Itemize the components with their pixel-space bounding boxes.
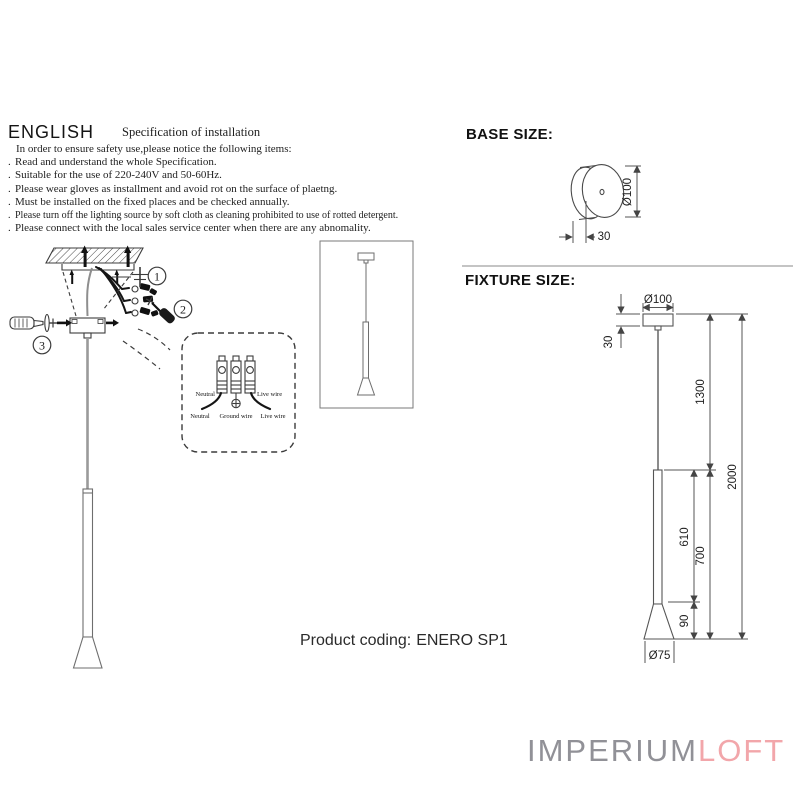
terminal-blocks bbox=[216, 355, 256, 394]
wire-connectors-icon bbox=[139, 283, 159, 317]
safety-intro: In order to ensure safety use,please not… bbox=[16, 143, 292, 155]
slide-arrows bbox=[57, 319, 119, 327]
safety-instructions: In order to ensure safety use,please not… bbox=[8, 143, 438, 235]
supply-wires bbox=[95, 266, 132, 314]
callout-pointers bbox=[122, 328, 171, 370]
base-size-title: BASE SIZE: bbox=[466, 126, 554, 143]
fixture-cone bbox=[643, 603, 675, 640]
ceiling-hatch bbox=[45, 247, 144, 264]
dim-canopy-diameter: Ø100 bbox=[644, 294, 672, 306]
installation-diagram bbox=[9, 245, 296, 669]
base-center-hole bbox=[599, 188, 605, 196]
fixture-canopy bbox=[642, 313, 674, 327]
bullet: . bbox=[8, 210, 11, 222]
label-live-top: Live wire bbox=[257, 391, 282, 398]
brand-logo-accent: LOFT bbox=[698, 733, 786, 768]
label-live-bottom: Live wire bbox=[260, 413, 285, 420]
fixture-size-title: FIXTURE SIZE: bbox=[465, 272, 576, 289]
callout-wires bbox=[200, 391, 272, 411]
mounting-bracket bbox=[61, 264, 135, 271]
step3-number: 3 bbox=[39, 339, 45, 353]
safety-item: .Suitable for the use of 220-240V and 50… bbox=[8, 169, 222, 182]
step-markers bbox=[32, 266, 193, 355]
dim-total-length: 2000 bbox=[727, 464, 739, 490]
safety-item: .Please turn off the lighting source by … bbox=[8, 210, 399, 222]
wiring-callout bbox=[181, 332, 296, 453]
base-depth-label: 30 bbox=[598, 231, 611, 243]
bullet: . bbox=[8, 156, 11, 169]
label-ground: Ground wire bbox=[219, 413, 252, 420]
language-heading: ENGLISH bbox=[8, 122, 95, 142]
product-coding: Product coding:ENERO SP1 bbox=[300, 632, 508, 650]
fixture-size-drawing bbox=[616, 294, 748, 663]
safety-item: .Read and understand the whole Specifica… bbox=[8, 156, 217, 169]
step3-marker bbox=[32, 335, 52, 355]
step1-screw-icon bbox=[112, 267, 148, 287]
step1-marker bbox=[147, 266, 167, 286]
dim-canopy-height: 30 bbox=[603, 336, 615, 349]
step1-number: 1 bbox=[154, 270, 160, 284]
dim-shade-height: 90 bbox=[679, 615, 691, 628]
base-front-face bbox=[581, 164, 625, 218]
spec-subtitle: Specification of installation bbox=[122, 125, 261, 139]
ground-screw-icon bbox=[231, 393, 241, 409]
label-neutral-bottom: Neutral bbox=[190, 413, 210, 420]
terminal-screws bbox=[131, 285, 139, 317]
safety-list: .Read and understand the whole Specifica… bbox=[8, 156, 438, 235]
safety-item: .Please wear gloves as installment and a… bbox=[8, 182, 338, 195]
product-coding-label: Product coding: bbox=[300, 632, 412, 649]
safety-item: .Must be installed on the fixed places a… bbox=[8, 195, 290, 208]
product-code: ENERO SP1 bbox=[416, 632, 508, 649]
bullet: . bbox=[8, 182, 11, 195]
screwdriver-icon bbox=[9, 313, 57, 333]
bullet: . bbox=[8, 222, 11, 235]
alignment-guides bbox=[62, 271, 134, 317]
label-neutral-top: Neutral bbox=[196, 391, 216, 398]
fixture-dimensions bbox=[616, 294, 748, 663]
bullet: . bbox=[8, 169, 11, 182]
base-dimensions bbox=[559, 165, 641, 243]
base-size-drawing bbox=[559, 164, 641, 243]
dim-cord-length: 1300 bbox=[695, 379, 707, 405]
base-diameter-label: Ø100 bbox=[622, 178, 634, 206]
bullet: . bbox=[8, 195, 11, 208]
dim-tube-length: 610 bbox=[679, 527, 691, 546]
dim-shade-diameter: Ø75 bbox=[649, 650, 671, 662]
pendant-outline bbox=[72, 338, 103, 669]
step2-marker bbox=[173, 299, 193, 319]
brand-logo-primary: IMPERIUM bbox=[527, 733, 698, 768]
mounting-plate bbox=[69, 317, 106, 339]
safety-item: .Please connect with the local sales ser… bbox=[8, 222, 371, 235]
boxed-pendant-drawing bbox=[319, 240, 414, 409]
brand-logo: IMPERIUMLOFT bbox=[527, 733, 785, 769]
dim-body-length: 700 bbox=[695, 546, 707, 565]
anchor-screw-icon bbox=[69, 245, 132, 284]
step2-number: 2 bbox=[180, 303, 186, 317]
lamp-cord bbox=[86, 267, 93, 317]
small-screwdriver-icon bbox=[145, 296, 175, 324]
fixture-tube bbox=[652, 469, 663, 605]
